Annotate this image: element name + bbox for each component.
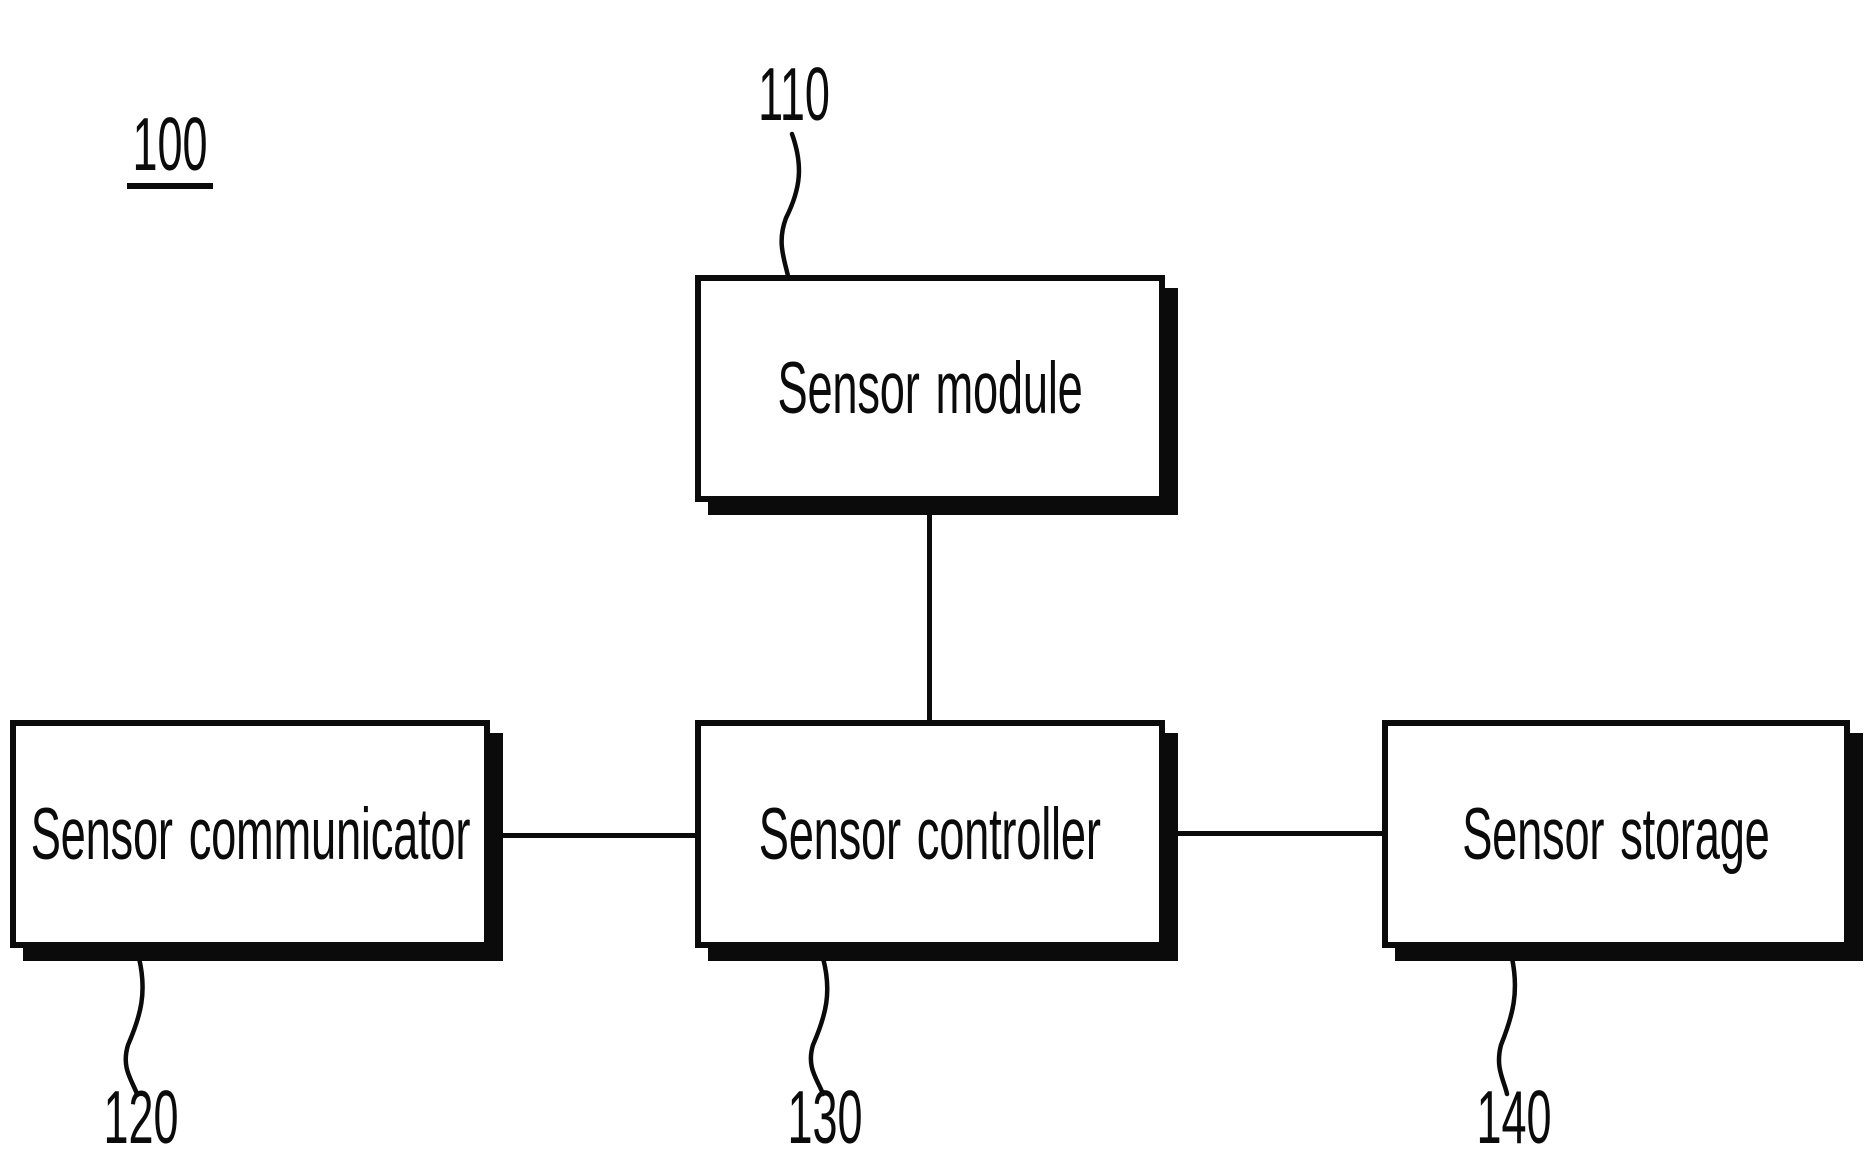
figure-number: 100 — [132, 102, 208, 186]
figure-number-underline — [127, 183, 213, 189]
ref-label-120: 120 — [103, 1075, 179, 1155]
ref-label-140: 140 — [1476, 1075, 1552, 1155]
node-sensor-controller-label: Sensor controller — [759, 793, 1101, 875]
connector-module-controller — [927, 508, 932, 724]
leader-line-120 — [123, 955, 145, 1097]
node-sensor-communicator: Sensor communicator — [10, 720, 490, 948]
node-sensor-storage: Sensor storage — [1382, 720, 1850, 948]
node-sensor-storage-label: Sensor storage — [1462, 793, 1770, 875]
node-sensor-module: Sensor module — [695, 275, 1165, 502]
leader-line-110 — [779, 131, 802, 279]
leader-line-130 — [808, 955, 830, 1097]
leader-line-140 — [1496, 955, 1518, 1097]
node-sensor-module-label: Sensor module — [777, 348, 1083, 429]
connector-communicator-controller — [489, 833, 697, 838]
ref-label-130: 130 — [787, 1075, 863, 1155]
node-sensor-controller: Sensor controller — [695, 720, 1165, 948]
ref-label-110: 110 — [758, 52, 830, 136]
node-sensor-communicator-label: Sensor communicator — [30, 793, 470, 875]
connector-controller-storage — [1176, 831, 1384, 836]
